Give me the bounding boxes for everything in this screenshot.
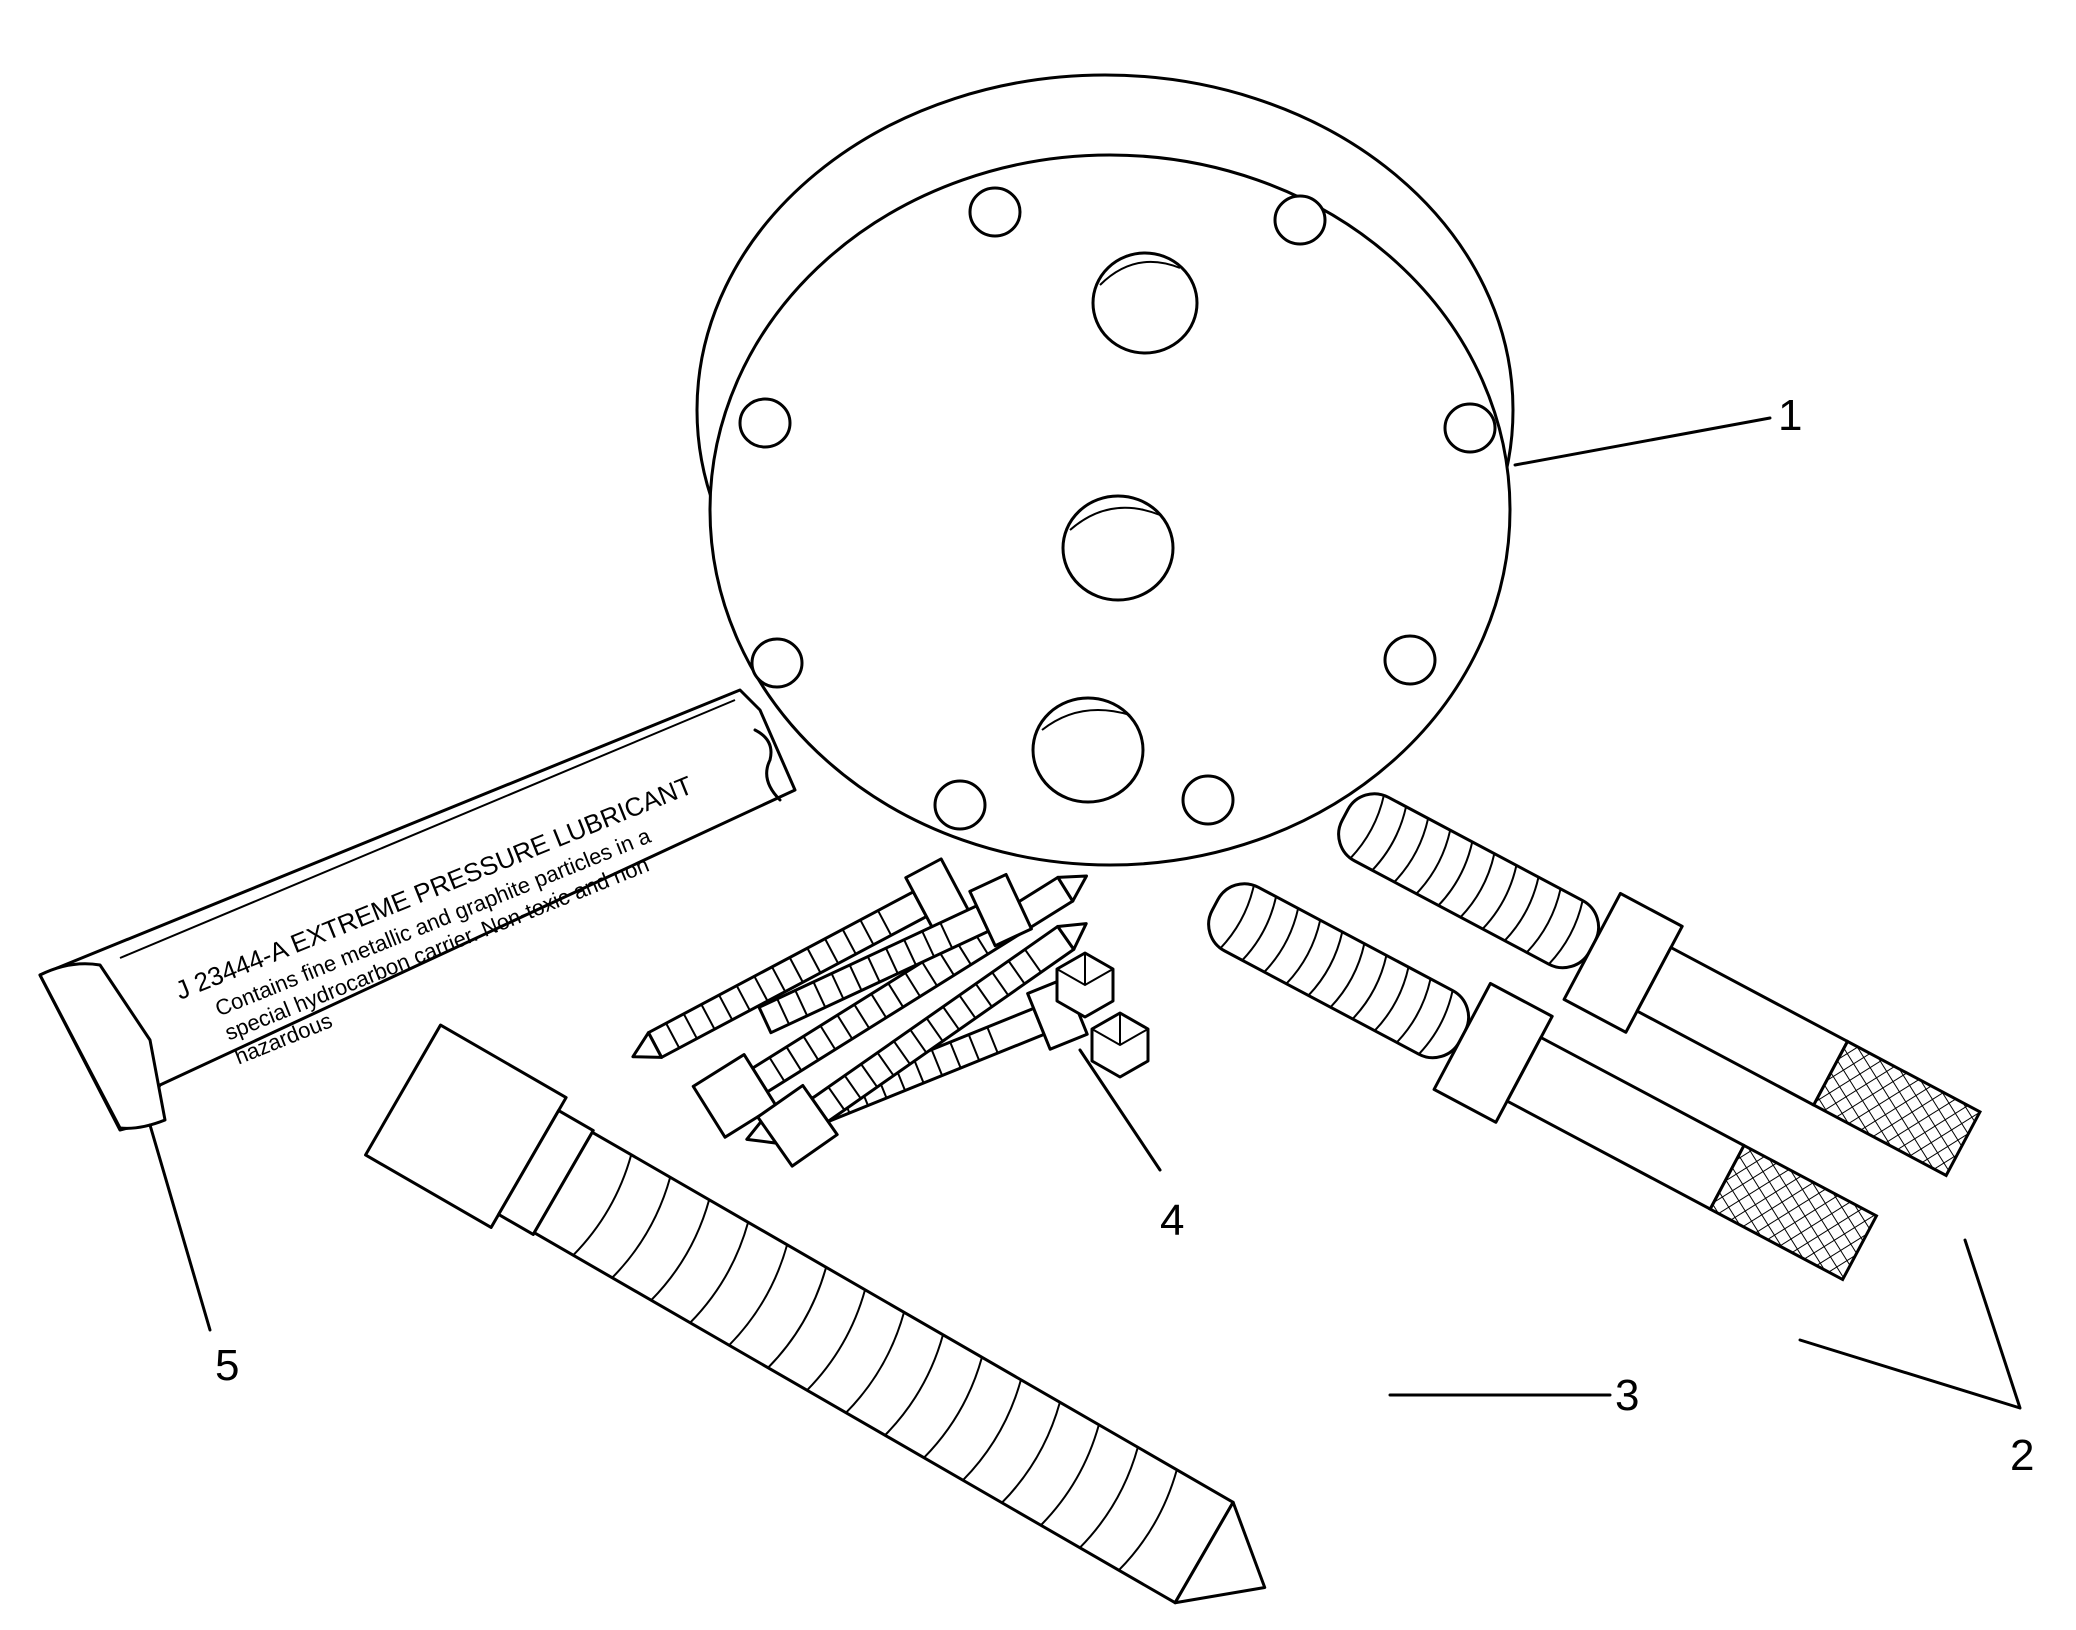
adapter-plate <box>695 73 1515 867</box>
callout-5: 5 <box>215 1341 239 1390</box>
pilot-bar <box>364 1023 1267 1605</box>
guide-stud-upper <box>1337 792 1982 1178</box>
callout-2: 2 <box>2010 1431 2034 1480</box>
tube-crimp <box>38 962 167 1130</box>
guide-studs <box>1207 792 1982 1282</box>
plate-bolt-holes <box>738 186 1497 831</box>
guide-stud-lower <box>1207 882 1879 1282</box>
tube-nozzle <box>753 728 782 802</box>
plate-center-holes <box>1031 251 1199 804</box>
callout-1: 1 <box>1778 391 1802 440</box>
callout-4: 4 <box>1160 1196 1184 1245</box>
leader-lines <box>148 416 2022 1410</box>
callout-3: 3 <box>1615 1371 1639 1420</box>
bolt-set <box>631 857 1150 1168</box>
